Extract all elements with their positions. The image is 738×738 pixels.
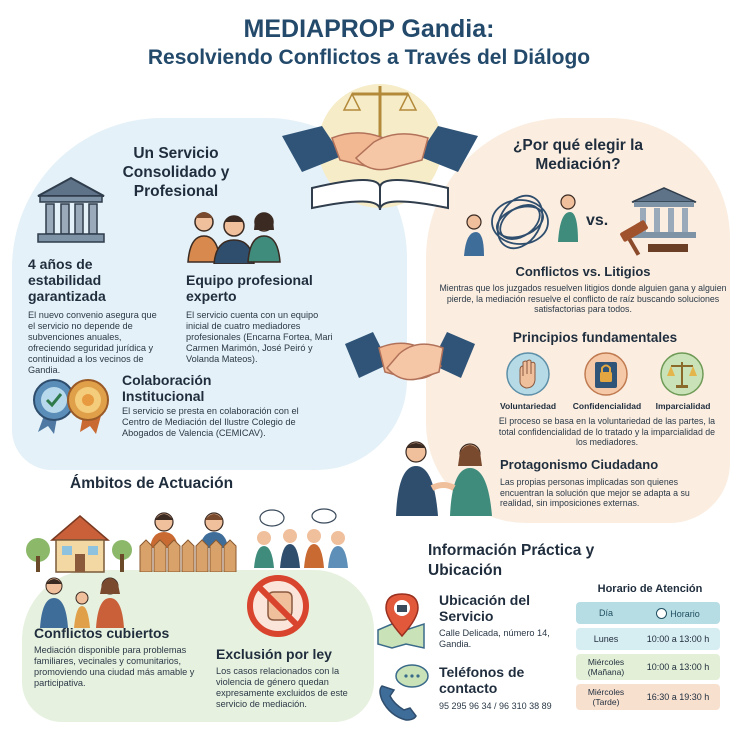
cubiertos-block: Conflictos cubiertos Mediación disponibl…	[34, 625, 214, 689]
horario-row: Miércoles (Mañana) 10:00 a 13:00 h	[576, 654, 720, 680]
cubiertos-text: Mediación disponible para problemas fami…	[34, 645, 195, 688]
tangled-knot-icon	[464, 194, 578, 256]
telefonos-text: 95 295 96 34 / 96 310 38 89	[439, 701, 552, 711]
equipo-text: El servicio cuenta con un equipo inicial…	[186, 310, 333, 364]
porque-heading-wrap: ¿Por qué elegir la Mediación?	[498, 136, 658, 174]
protagonismo-block: Protagonismo Ciudadano Las propias perso…	[500, 457, 720, 509]
voluntariedad-icon	[506, 352, 550, 396]
team-icon	[186, 204, 282, 264]
horario-table-wrap: Día Horario Lunes 10:00 a 13:00 h Miérco…	[576, 598, 720, 714]
exclusion-block: Exclusión por ley Los casos relacionados…	[216, 646, 376, 710]
protagonismo-heading: Protagonismo Ciudadano	[500, 457, 659, 472]
handshake-book-illustration	[282, 76, 478, 224]
info-heading-wrap: Información Práctica y Ubicación	[428, 541, 628, 581]
principios-heading: Principios fundamentales	[512, 330, 678, 345]
ambitos-heading-wrap: Ámbitos de Actuación	[70, 474, 290, 493]
no-violence-icon	[246, 574, 310, 638]
estabilidad-text: El nuevo convenio asegura que el servici…	[28, 310, 157, 375]
horario-dia: Miércoles (Tarde)	[576, 684, 636, 710]
family-icon	[36, 572, 128, 628]
horario-header-row: Día Horario	[576, 602, 720, 624]
title-line-2: Resolviendo Conflictos a Través del Diál…	[147, 46, 591, 69]
medal-icon	[30, 374, 112, 434]
ubicacion-heading: Ubicación del Servicio	[439, 592, 531, 624]
ubicacion-text: Calle Delicada, número 14, Gandia.	[439, 628, 550, 649]
horario-horas: 10:00 a 13:00 h	[636, 628, 720, 650]
imparcialidad-icon	[660, 352, 704, 396]
court-gavel-icon	[620, 187, 697, 256]
neighbors-icon	[138, 508, 242, 572]
courthouse-icon	[34, 176, 108, 244]
colaboracion-text: El servicio se presta en colaboración co…	[122, 406, 299, 438]
estabilidad-block: 4 años de estabilidad garantizada El nue…	[28, 256, 168, 376]
exclusion-heading: Exclusión por ley	[216, 646, 332, 662]
servicio-heading: Un Servicio Consolidado y Profesional	[122, 145, 230, 200]
principios-text: El proceso se basa en la voluntariedad d…	[498, 416, 716, 447]
horario-col-dia: Día	[576, 602, 636, 624]
telefonos-heading: Teléfonos de contacto	[439, 664, 525, 696]
horario-row: Miércoles (Tarde) 16:30 a 19:30 h	[576, 684, 720, 710]
porque-heading: ¿Por qué elegir la Mediación?	[512, 137, 644, 173]
clock-icon	[656, 607, 668, 619]
equipo-block: Equipo profesional experto El servicio c…	[186, 272, 336, 365]
protagonismo-illustration	[392, 436, 496, 516]
info-heading: Información Práctica y Ubicación	[428, 542, 595, 579]
horario-heading: Horario de Atención	[597, 583, 703, 595]
horario-row: Lunes 10:00 a 13:00 h	[576, 628, 720, 650]
colaboracion-heading: Colaboración Institucional	[122, 372, 212, 404]
principio-voluntariedad: Voluntariedad	[499, 401, 557, 411]
principio-imparcialidad: Imparcialidad	[655, 401, 711, 411]
colaboracion-block: Colaboración Institucional	[122, 372, 302, 404]
handshake-icon	[345, 318, 475, 396]
principio-confidencialidad: Confidencialidad	[572, 401, 642, 411]
horario-horas: 16:30 a 19:30 h	[636, 684, 720, 710]
title-line-1: MEDIAPROP Gandia:	[243, 15, 495, 43]
community-meeting-icon	[250, 508, 350, 572]
ambitos-heading: Ámbitos de Actuación	[70, 475, 234, 492]
estabilidad-heading: 4 años de estabilidad garantizada	[28, 256, 106, 304]
vs-label: vs.	[586, 212, 609, 229]
exclusion-text: Los casos relacionados con la violencia …	[216, 666, 348, 709]
cubiertos-heading: Conflictos cubiertos	[34, 625, 170, 641]
horario-table: Día Horario Lunes 10:00 a 13:00 h Miérco…	[576, 598, 720, 714]
horario-dia: Lunes	[576, 628, 636, 650]
ubicacion-block: Ubicación del Servicio Calle Delicada, n…	[439, 592, 569, 650]
horario-dia: Miércoles (Mañana)	[576, 654, 636, 680]
principios-heading-wrap: Principios fundamentales	[480, 330, 710, 346]
people-agreement-icon	[396, 441, 492, 516]
handshake-book-icon	[282, 84, 478, 211]
phone-icon	[374, 662, 430, 722]
map-pin-icon	[374, 590, 430, 650]
horario-horas: 10:00 a 13:00 h	[636, 654, 720, 680]
conflictos-heading: Conflictos vs. Litigios	[515, 264, 651, 279]
horario-col-horario: Horario	[636, 602, 720, 624]
protagonismo-text: Las propias personas implicadas son quie…	[500, 477, 690, 508]
house-icon	[24, 510, 134, 574]
knot-illustration	[462, 186, 580, 256]
equipo-heading: Equipo profesional experto	[186, 272, 313, 304]
court-gavel-illustration	[618, 186, 704, 256]
conflictos-text: Mientras que los juzgados resuelven liti…	[439, 283, 727, 314]
confidencialidad-icon	[584, 352, 628, 396]
telefonos-block: Teléfonos de contacto 95 295 96 34 / 96 …	[439, 664, 589, 712]
page-title: MEDIAPROP Gandia: Resolviendo Conflictos…	[0, 14, 738, 72]
conflictos-block: Conflictos vs. Litigios Mientras que los…	[438, 264, 728, 315]
